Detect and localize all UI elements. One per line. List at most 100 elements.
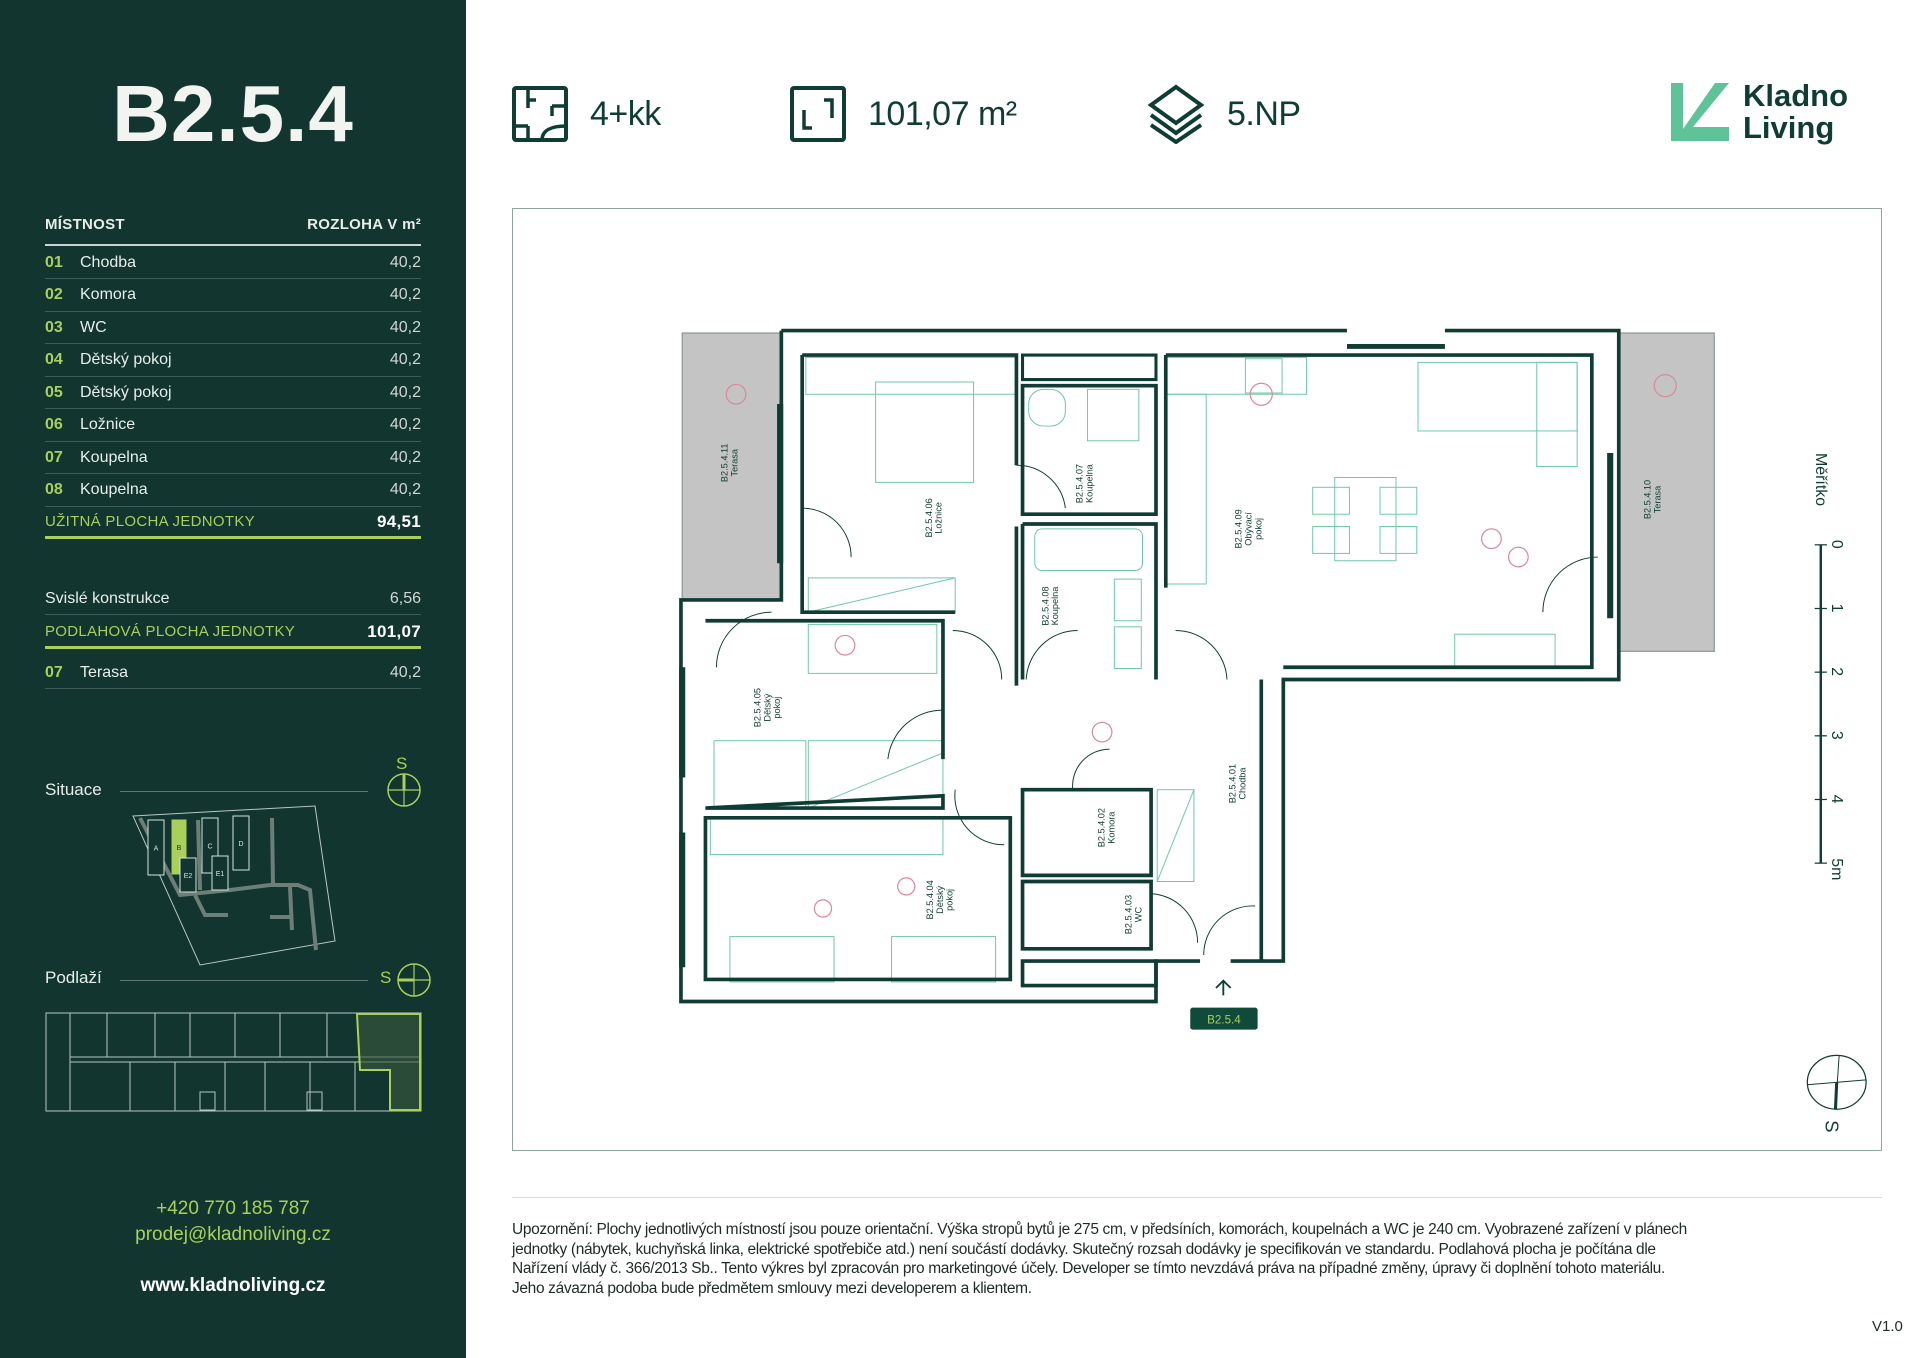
room-name2: pokoj xyxy=(772,697,782,719)
entrance-arrow-icon xyxy=(1215,979,1232,996)
structures-row: Svislé konstrukce 6,56 xyxy=(45,583,421,615)
room-name: Komora xyxy=(80,286,137,303)
room-name: Ložnice xyxy=(934,502,944,534)
logo-line2: Living xyxy=(1743,110,1835,145)
room-name: Chodba xyxy=(80,253,137,271)
situation-compass-label: S xyxy=(396,754,408,773)
room-name: Dětský pokoj xyxy=(80,351,172,368)
site-building-label: C xyxy=(207,844,212,851)
room-code: B2.5.4.08 xyxy=(1040,586,1050,625)
people-illustrations xyxy=(725,374,1677,918)
room-code: B2.5.4.02 xyxy=(1097,808,1107,847)
layers-icon xyxy=(1147,84,1205,144)
disclaimer-line: Jeho závazná podoba bude předmětem smlou… xyxy=(512,1279,1032,1297)
usable-area-value: 94,51 xyxy=(376,511,421,531)
room-name: Komora xyxy=(1106,811,1116,844)
room-area: 40,2 xyxy=(389,318,421,336)
floor-compass-label: S xyxy=(380,968,392,987)
col-area: ROZLOHA V m² xyxy=(307,216,421,233)
room-name: Koupelna xyxy=(1084,463,1094,503)
room-num: 08 xyxy=(45,481,63,498)
site-building xyxy=(211,855,229,891)
room-area: 40,2 xyxy=(389,448,421,466)
room-name: Chodba xyxy=(1237,767,1247,800)
structures-value: 6,56 xyxy=(389,589,421,607)
floor-area-value: 101,07 xyxy=(367,621,421,641)
room-name: Terasa xyxy=(729,448,739,476)
scale-label: Měřítko xyxy=(1812,453,1829,506)
disclaimer: Upozornění: Plochy jednotlivých místnost… xyxy=(512,1220,1892,1298)
room-area: 40,2 xyxy=(389,383,421,401)
room-area: 40,2 xyxy=(389,481,421,498)
room-name: Ložnice xyxy=(80,416,136,433)
website-link[interactable]: www.kladnoliving.cz xyxy=(140,1275,326,1296)
room-num: 06 xyxy=(45,416,63,433)
phone-link[interactable]: +420 770 185 787 xyxy=(156,1198,310,1219)
room-num: 01 xyxy=(45,253,63,271)
room-code: B2.5.4.11 xyxy=(719,444,729,483)
compass-icon xyxy=(387,773,421,807)
room-name: Terasa xyxy=(1652,485,1662,513)
room-code: B2.5.4.01 xyxy=(1228,764,1238,803)
rooms-table-header: MÍSTNOST ROZLOHA V m² xyxy=(45,216,421,233)
room-name: Dětský xyxy=(762,693,772,721)
room-num: 03 xyxy=(45,318,63,336)
layout-value: 4+kk xyxy=(590,94,661,133)
room-row: 07 Koupelna 40,2 xyxy=(45,442,421,474)
scale-tick-label: 3 xyxy=(1828,731,1845,740)
room-code: B2.5.4.04 xyxy=(925,880,935,919)
site-building-label: E2 xyxy=(184,873,193,880)
col-room: MÍSTNOST xyxy=(45,216,125,233)
room-name: Dětský pokoj xyxy=(80,383,172,401)
email-link[interactable]: prodej@kladnoliving.cz xyxy=(135,1224,331,1245)
room-area: 40,2 xyxy=(389,286,421,303)
room-name2: pokoj xyxy=(945,889,955,911)
scale-tick-label: 5m xyxy=(1828,858,1845,880)
floor-value: 5.NP xyxy=(1227,94,1301,133)
disclaimer-line: Upozornění: Plochy jednotlivých místnost… xyxy=(512,1221,1687,1238)
room-code: B2.5.4.09 xyxy=(1234,509,1244,548)
room-name: Koupelna xyxy=(80,448,148,466)
room-area: 40,2 xyxy=(389,351,421,368)
layout-info: 4+kk xyxy=(512,86,661,142)
room-code: B2.5.4.05 xyxy=(753,688,763,727)
compass-label: S xyxy=(1822,1120,1843,1132)
room-num: 02 xyxy=(45,286,63,303)
site-building-label: A xyxy=(154,846,159,853)
compass-icon xyxy=(397,963,431,997)
floor-section-label: Podlaží xyxy=(45,968,102,987)
floor-info: 5.NP xyxy=(1147,84,1301,144)
scale-tick-label: 2 xyxy=(1828,667,1845,676)
unit-highlight xyxy=(355,1013,421,1111)
structures-label: Svislé konstrukce xyxy=(45,589,170,607)
header-divider xyxy=(45,244,421,246)
furniture xyxy=(709,357,1578,983)
scale-tick-label: 0 xyxy=(1828,540,1845,549)
scale-tick-label: 4 xyxy=(1828,795,1845,804)
site-building-label: B xyxy=(177,845,182,852)
doors xyxy=(715,464,1598,955)
room-row: 02 Komora 40,2 xyxy=(45,280,421,312)
terrace-num: 07 xyxy=(45,663,63,681)
site-building xyxy=(232,815,250,871)
room-num: 07 xyxy=(45,448,63,466)
usable-area-label: UŽITNÁ PLOCHA JEDNOTKY xyxy=(45,513,255,530)
room-name: WC xyxy=(1133,907,1143,923)
room-area: 40,2 xyxy=(389,416,421,433)
entrance-badge xyxy=(1190,1007,1258,1030)
situation-divider xyxy=(120,791,368,792)
floor-plan-frame xyxy=(512,208,1882,1151)
